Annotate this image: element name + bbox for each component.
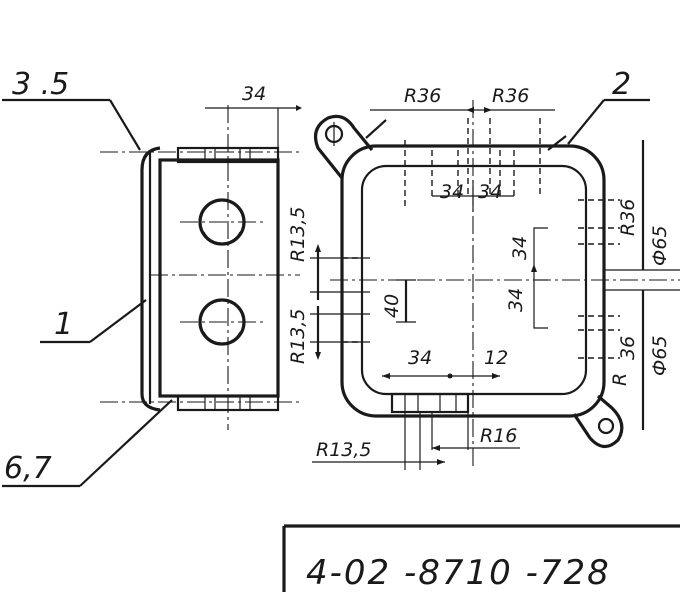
callout-1: 1 xyxy=(54,307,73,342)
dim-12: 12 xyxy=(484,347,508,369)
dim-r36-side: R36 xyxy=(617,199,639,236)
dim-dia-65-upper: Ф65 xyxy=(649,225,671,266)
ear-bottom-right xyxy=(572,394,624,449)
dim-34-side-lower: 34 xyxy=(505,288,527,312)
dim-34-a: 34 xyxy=(440,181,464,203)
dim-r36-left: R36 xyxy=(404,85,441,107)
bottom-knockout xyxy=(390,392,470,414)
callout-3-5: 3 .5 xyxy=(12,67,69,102)
dim-34-side-upper: 34 xyxy=(509,236,531,260)
dim-r13-5-lower: R13,5 xyxy=(287,308,309,364)
dim-r13-5-upper: R13,5 xyxy=(287,206,309,262)
side-view xyxy=(100,105,302,430)
dim-34-bottom: 34 xyxy=(408,347,432,369)
dim-r13-5-bottom: R13,5 xyxy=(316,439,372,461)
dim-r16: R16 xyxy=(480,425,517,447)
dim-40: 40 xyxy=(381,294,403,318)
dim-r-small: R xyxy=(609,373,631,386)
side-view-flange xyxy=(140,146,161,412)
callout-2: 2 xyxy=(612,67,631,102)
top-view xyxy=(310,100,680,470)
dim-34-b: 34 xyxy=(478,181,502,203)
dim-r36-right: R36 xyxy=(492,85,529,107)
ear-top-left xyxy=(314,114,374,179)
leader-lines xyxy=(2,98,650,488)
side-view-body xyxy=(158,158,280,398)
dim-36-side: 36 xyxy=(617,336,639,360)
dim-34-side: 34 xyxy=(242,83,266,105)
title-block: 4-02 -8710 -728 xyxy=(282,524,680,592)
dim-dia-65-lower: Ф65 xyxy=(649,335,671,376)
drawing-code: 4-02 -8710 -728 xyxy=(306,553,611,592)
callout-6-7: 6,7 xyxy=(4,451,52,486)
